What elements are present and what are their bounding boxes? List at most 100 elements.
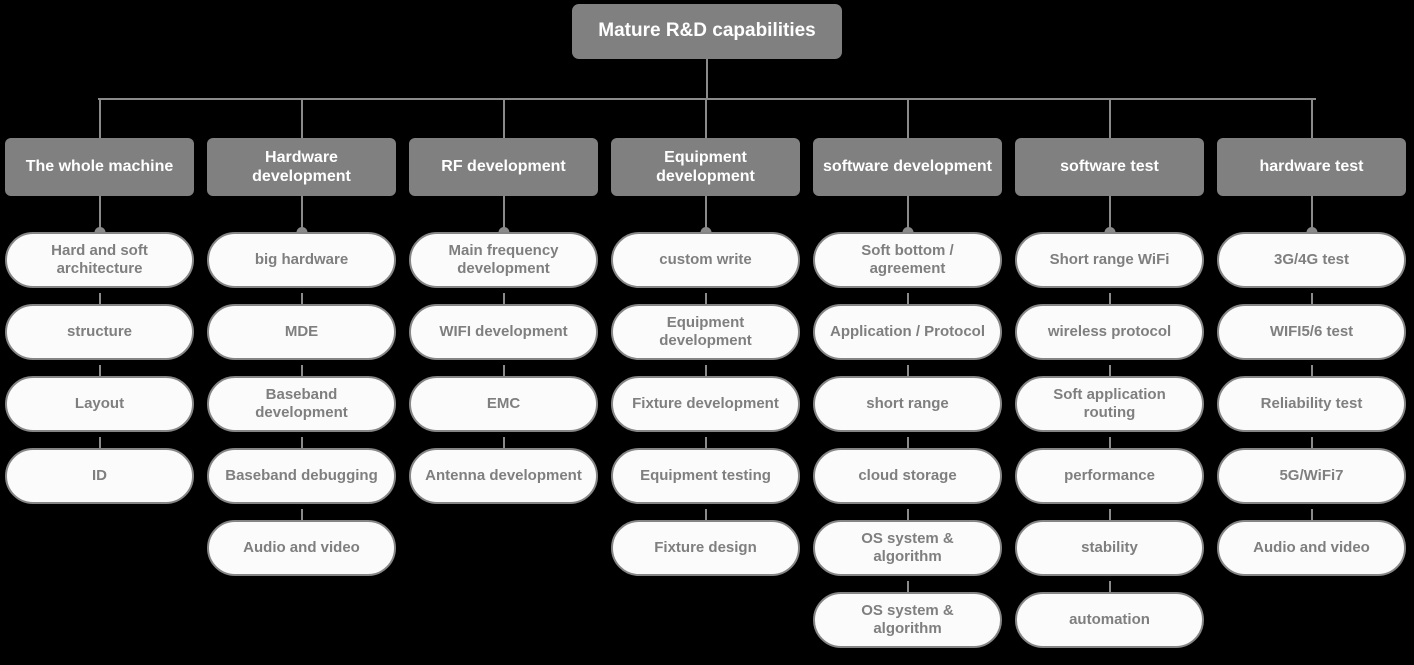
leaf-node-wrapper: Hard and soft architecture [5,232,194,288]
leaf-node-wrapper: OS system & algorithm [813,509,1002,576]
leaf-node[interactable]: Equipment testing [611,448,800,504]
leaf-node[interactable]: Soft application routing [1015,376,1204,432]
leaf-node-wrapper: Short range WiFi [1015,232,1204,288]
leaf-connector [1108,581,1111,594]
leaf-connector [704,509,707,522]
leaf-node[interactable]: OS system & algorithm [813,520,1002,576]
leaf-connector [300,365,303,378]
leaf-node-wrapper: Layout [5,365,194,432]
leaf-connector [502,365,505,378]
leaf-connector [1310,365,1313,378]
leaf-node[interactable]: Baseband debugging [207,448,396,504]
leaf-node[interactable]: big hardware [207,232,396,288]
leaf-node-wrapper: OS system & algorithm [813,581,1002,648]
root-node[interactable]: Mature R&D capabilities [572,4,842,59]
leaf-connector [300,293,303,306]
leaf-node-wrapper: big hardware [207,232,396,288]
leaf-connector [300,437,303,450]
leaf-node[interactable]: MDE [207,304,396,360]
leaf-node[interactable]: EMC [409,376,598,432]
leaf-node-wrapper: stability [1015,509,1204,576]
leaf-connector [704,437,707,450]
leaf-node[interactable]: Main frequency development [409,232,598,288]
leaf-node[interactable]: Audio and video [1217,520,1406,576]
leaf-node-wrapper: Audio and video [207,509,396,576]
leaf-node[interactable]: wireless protocol [1015,304,1204,360]
leaf-node[interactable]: Short range WiFi [1015,232,1204,288]
leaf-connector [502,293,505,306]
leaf-node[interactable]: ID [5,448,194,504]
leaf-connector [906,293,909,306]
leaf-node[interactable]: Fixture design [611,520,800,576]
header-stem-connector [300,196,303,234]
leaf-node[interactable]: structure [5,304,194,360]
leaf-node[interactable]: WIFI development [409,304,598,360]
leaf-node-wrapper: Reliability test [1217,365,1406,432]
column-header[interactable]: Equipment development [611,138,800,196]
horizontal-branch-bar [98,98,1316,100]
leaf-connector [906,437,909,450]
leaf-node[interactable]: short range [813,376,1002,432]
column-header[interactable]: Hardware development [207,138,396,196]
leaf-node-wrapper: wireless protocol [1015,293,1204,360]
leaf-node[interactable]: Fixture development [611,376,800,432]
leaf-node[interactable]: Audio and video [207,520,396,576]
header-stem-connector [906,196,909,234]
leaf-node[interactable]: Reliability test [1217,376,1406,432]
leaf-connector [1108,509,1111,522]
leaf-node-wrapper: EMC [409,365,598,432]
leaf-connector [704,365,707,378]
leaf-node[interactable]: WIFI5/6 test [1217,304,1406,360]
leaf-node[interactable]: custom write [611,232,800,288]
column-drop-connector [906,98,909,138]
leaf-node[interactable]: Layout [5,376,194,432]
leaf-node[interactable]: 3G/4G test [1217,232,1406,288]
leaf-connector [98,365,101,378]
root-stem-connector [706,59,708,99]
leaf-connector [1310,293,1313,306]
column-header[interactable]: software test [1015,138,1204,196]
leaf-node-wrapper: WIFI5/6 test [1217,293,1406,360]
leaf-node-wrapper: custom write [611,232,800,288]
leaf-node[interactable]: cloud storage [813,448,1002,504]
leaf-node-wrapper: short range [813,365,1002,432]
leaf-node[interactable]: OS system & algorithm [813,592,1002,648]
column-header[interactable]: software development [813,138,1002,196]
leaf-node-wrapper: Baseband development [207,365,396,432]
leaf-node-wrapper: performance [1015,437,1204,504]
leaf-node[interactable]: Application / Protocol [813,304,1002,360]
leaf-connector [906,509,909,522]
leaf-node-wrapper: MDE [207,293,396,360]
leaf-connector [1310,437,1313,450]
leaf-node[interactable]: Soft bottom / agreement [813,232,1002,288]
column-header[interactable]: hardware test [1217,138,1406,196]
leaf-node[interactable]: Equipment development [611,304,800,360]
leaf-node[interactable]: automation [1015,592,1204,648]
leaf-node-wrapper: ID [5,437,194,504]
header-stem-connector [1310,196,1313,234]
leaf-node-wrapper: Fixture development [611,365,800,432]
leaf-node[interactable]: Baseband development [207,376,396,432]
column-drop-connector [1310,98,1313,138]
leaf-node[interactable]: Antenna development [409,448,598,504]
column-header[interactable]: The whole machine [5,138,194,196]
leaf-connector [1108,293,1111,306]
column-header[interactable]: RF development [409,138,598,196]
header-stem-connector [502,196,505,234]
header-stem-connector [98,196,101,234]
leaf-connector [704,293,707,306]
header-stem-connector [704,196,707,234]
leaf-node-wrapper: WIFI development [409,293,598,360]
leaf-node[interactable]: stability [1015,520,1204,576]
leaf-connector [1108,437,1111,450]
leaf-node[interactable]: 5G/WiFi7 [1217,448,1406,504]
leaf-node[interactable]: Hard and soft architecture [5,232,194,288]
leaf-node[interactable]: performance [1015,448,1204,504]
